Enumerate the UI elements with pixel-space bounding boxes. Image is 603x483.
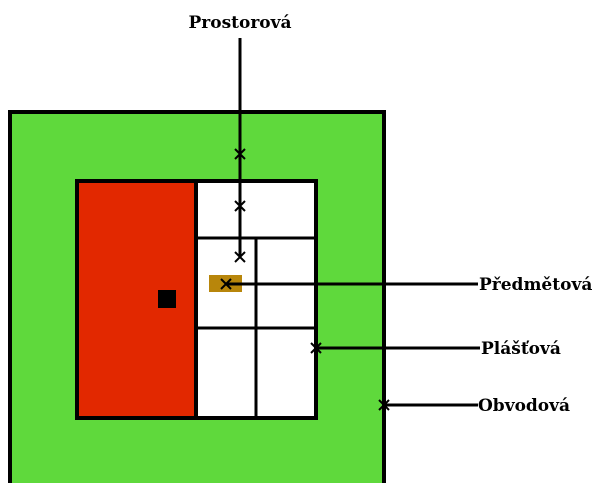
marker-4: [220, 278, 232, 290]
red-block: [79, 183, 195, 416]
marker-3: [234, 251, 246, 263]
label-obvodova: Obvodová: [478, 396, 570, 416]
black-square: [158, 290, 176, 308]
label-prostorova: Prostorová: [188, 13, 291, 33]
marker-6: [378, 399, 390, 411]
marker-5: [310, 342, 322, 354]
marker-1: [234, 148, 246, 160]
marker-2: [234, 200, 246, 212]
label-plastova: Plášťová: [481, 339, 561, 359]
label-predmetova: Předmětová: [479, 275, 592, 295]
